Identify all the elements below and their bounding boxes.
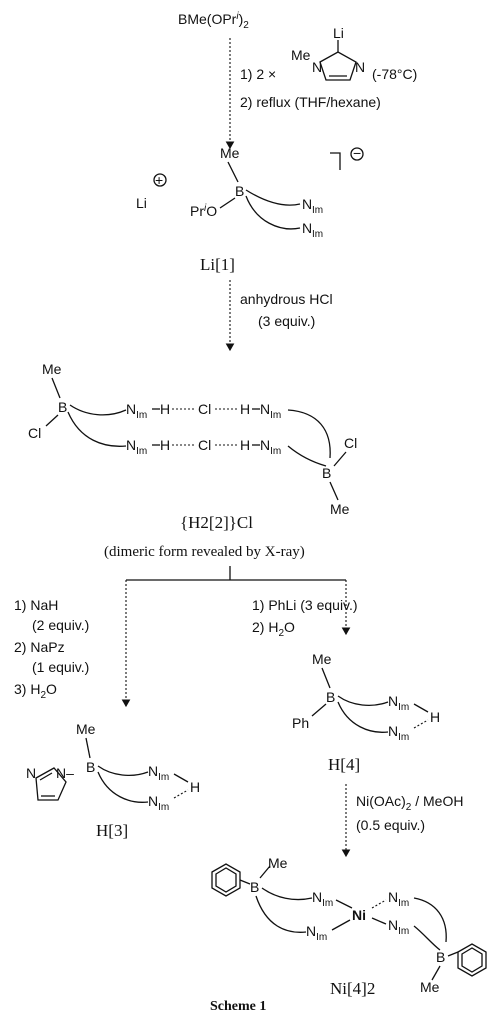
svg-text:H: H: [240, 437, 250, 453]
right-step2: 2) H2O: [252, 619, 295, 639]
left-step2-equiv: (1 equiv.): [32, 659, 89, 675]
svg-text:NIm: NIm: [126, 437, 147, 457]
svg-text:Ph: Ph: [292, 715, 309, 731]
svg-text:H: H: [160, 437, 170, 453]
branch-connector: [121, 566, 351, 708]
compound-li1-label: Li[1]: [200, 255, 235, 274]
svg-text:Li: Li: [333, 25, 344, 41]
compound-h4-structure: Me B Ph NIm NIm H: [292, 651, 440, 743]
left-step1-equiv: (2 equiv.): [32, 617, 89, 633]
compound-ni4-2-label: Ni[4]2: [330, 979, 375, 998]
svg-text:−: −: [353, 145, 361, 161]
svg-text:Cl: Cl: [28, 425, 41, 441]
svg-text:NIm: NIm: [312, 889, 333, 909]
scheme-title: Scheme 1: [210, 999, 266, 1014]
svg-text:H: H: [190, 779, 200, 795]
svg-text:H: H: [240, 401, 250, 417]
svg-text:NIm: NIm: [260, 401, 281, 421]
left-step1: 1) NaH: [14, 597, 58, 613]
svg-text:Im: Im: [312, 205, 323, 216]
starting-reagent: BMe(OPri)2: [178, 11, 249, 31]
svg-text:Im: Im: [312, 229, 323, 240]
lithio-imidazole: Li Me N N: [291, 25, 365, 81]
svg-text:B: B: [436, 949, 445, 965]
svg-text:H: H: [160, 401, 170, 417]
step3-reagent: Ni(OAc)2 / MeOH: [356, 793, 463, 813]
svg-text:Cl: Cl: [198, 401, 211, 417]
svg-text:Cl: Cl: [344, 435, 357, 451]
svg-text:NIm: NIm: [148, 793, 169, 813]
right-step1: 1) PhLi (3 equiv.): [252, 597, 358, 613]
svg-text:Me: Me: [42, 361, 62, 377]
svg-text:NIm: NIm: [148, 763, 169, 783]
svg-text:B: B: [235, 183, 244, 199]
compound-h2-2-structure: Me B Cl NIm NIm H H Cl Cl H H NIm NIm B …: [28, 361, 357, 517]
svg-text:NIm: NIm: [260, 437, 281, 457]
compound-h2-2-label: {H2[2]}Cl: [180, 513, 253, 532]
compound-li1-structure: Me B PriO Li + N Im N Im −: [136, 145, 364, 240]
step2-reagent: anhydrous HCl: [240, 291, 333, 307]
svg-text:NIm: NIm: [388, 723, 409, 743]
svg-text:N: N: [302, 196, 312, 212]
step2-equiv: (3 equiv.): [258, 313, 315, 329]
svg-text:NIm: NIm: [388, 917, 409, 937]
step3-equiv: (0.5 equiv.): [356, 817, 425, 833]
dimer-caption: (dimeric form revealed by X-ray): [104, 544, 305, 560]
svg-text:NIm: NIm: [388, 693, 409, 713]
svg-text:B: B: [326, 689, 335, 705]
svg-text:N: N: [302, 220, 312, 236]
compound-h3-label: H[3]: [96, 821, 128, 840]
svg-text:B: B: [86, 759, 95, 775]
svg-text:B: B: [250, 879, 259, 895]
svg-text:H: H: [430, 709, 440, 725]
step1-reflux: 2) reflux (THF/hexane): [240, 94, 381, 110]
left-step3: 3) H2O: [14, 681, 57, 701]
svg-text:+: +: [155, 172, 163, 188]
svg-text:N–: N–: [56, 765, 74, 781]
step1-reagent: 1) 2 ×: [240, 66, 276, 82]
svg-text:Me: Me: [330, 501, 350, 517]
svg-text:Me: Me: [291, 47, 311, 63]
svg-text:Cl: Cl: [198, 437, 211, 453]
compound-ni4-2-structure: B Me NIm NIm Ni NIm NIm B Me: [211, 855, 487, 995]
svg-text:NIm: NIm: [126, 401, 147, 421]
svg-text:NIm: NIm: [388, 889, 409, 909]
svg-text:B: B: [58, 399, 67, 415]
svg-text:Ni: Ni: [352, 907, 366, 923]
svg-text:Me: Me: [312, 651, 332, 667]
svg-text:B: B: [322, 465, 331, 481]
svg-text:Me: Me: [76, 721, 96, 737]
svg-text:PriO: PriO: [190, 203, 217, 219]
compound-h3-structure: Me B N N– NIm NIm H: [26, 721, 200, 813]
svg-text:N: N: [355, 59, 365, 75]
svg-text:Me: Me: [268, 855, 288, 871]
svg-text:Me: Me: [220, 145, 240, 161]
svg-text:NIm: NIm: [306, 923, 327, 943]
compound-h4-label: H[4]: [328, 755, 360, 774]
svg-text:Li: Li: [136, 195, 147, 211]
step1-temperature: (-78°C): [372, 66, 417, 82]
svg-text:N: N: [26, 765, 36, 781]
svg-text:N: N: [312, 59, 322, 75]
svg-text:Me: Me: [420, 979, 440, 995]
left-step2: 2) NaPz: [14, 639, 65, 655]
